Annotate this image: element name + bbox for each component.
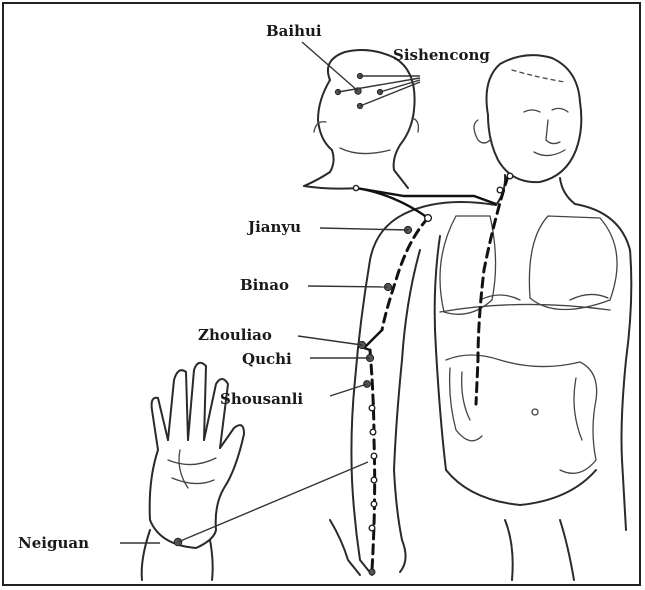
labels: Baihui Sishencong Jianyu Binao Zhouliao … [18, 22, 490, 552]
point-arm-2 [370, 429, 376, 435]
point-arm-1 [369, 405, 375, 411]
point-neck-2 [497, 187, 503, 193]
acupoints [174, 73, 513, 575]
point-arm-5 [371, 501, 377, 507]
label-sishencong: Sishencong [393, 46, 490, 64]
point-arm-6 [369, 525, 375, 531]
label-baihui: Baihui [266, 22, 322, 40]
label-shousanli: Shousanli [220, 390, 303, 408]
label-jianyu: Jianyu [246, 218, 301, 236]
point-arm-tip [369, 569, 375, 575]
label-quchi: Quchi [242, 350, 292, 368]
point-arm-4 [371, 477, 377, 483]
label-binao: Binao [240, 276, 289, 294]
back-head-figure [304, 50, 418, 189]
label-neiguan: Neiguan [18, 534, 89, 552]
point-shoulder-back [353, 185, 358, 190]
point-arm-3 [371, 453, 377, 459]
label-zhouliao: Zhouliao [198, 326, 272, 344]
point-open-shoulder [425, 215, 432, 222]
point-neck [507, 173, 513, 179]
